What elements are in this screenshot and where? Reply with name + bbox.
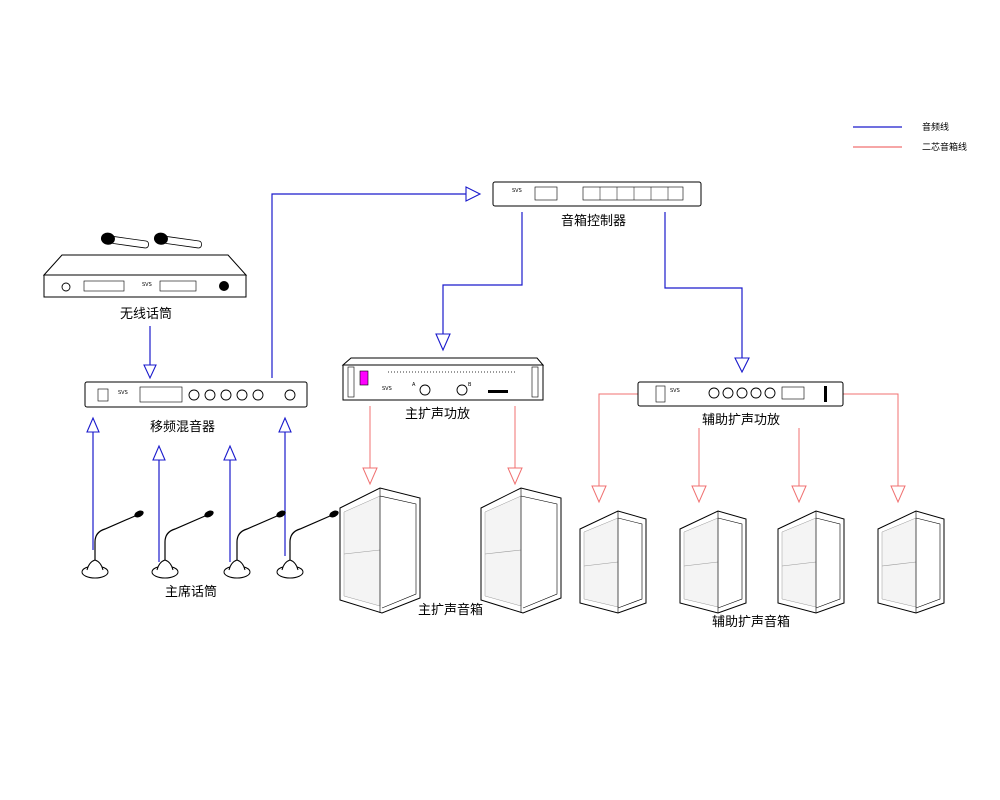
main-speaker-icon-1 bbox=[339, 487, 421, 614]
legend-speaker-label: 二芯音箱线 bbox=[922, 141, 967, 153]
main-amp-power-indicator bbox=[359, 370, 369, 386]
aux-speaker-icon-2 bbox=[679, 510, 747, 614]
chairman-mics: 主席话筒 bbox=[81, 508, 341, 600]
mixer-brand: SVS bbox=[118, 390, 128, 396]
wireless-brand: SVS bbox=[142, 282, 152, 288]
label-main-speakers: 主扩声音箱 bbox=[418, 602, 483, 618]
label-wireless-mic: 无线话筒 bbox=[120, 306, 172, 322]
gooseneck-mic-icon-4 bbox=[276, 508, 341, 579]
label-main-amp: 主扩声功放 bbox=[405, 407, 470, 422]
main-speaker-icon-2 bbox=[480, 487, 562, 614]
label-aux-amp: 辅助扩声功放 bbox=[702, 413, 780, 428]
label-speaker-controller: 音箱控制器 bbox=[561, 213, 626, 229]
handheld-mic-icon-2 bbox=[152, 231, 203, 251]
audio-lines bbox=[86, 186, 750, 562]
gooseneck-mic-icon-3 bbox=[223, 508, 288, 579]
aux-amp-brand: SVS bbox=[670, 388, 680, 394]
label-mixer: 移频混音器 bbox=[150, 419, 215, 435]
aux-speakers: 辅助扩声音箱 bbox=[579, 510, 945, 630]
aux-speaker-icon-4 bbox=[877, 510, 945, 614]
main-amp-channel-a: A bbox=[412, 382, 416, 388]
main-amp-device: SVS A B 主扩声功放 bbox=[341, 357, 545, 422]
speaker-lines bbox=[362, 393, 906, 504]
handheld-mic-icon-1 bbox=[99, 231, 150, 251]
speaker-controller-device: SVS 音箱控制器 bbox=[492, 181, 702, 229]
main-speakers: 主扩声音箱 bbox=[339, 487, 562, 618]
legend-audio-label: 音频线 bbox=[922, 121, 949, 133]
legend: 音频线 二芯音箱线 bbox=[853, 121, 967, 153]
gooseneck-mic-icon-2 bbox=[151, 508, 216, 579]
wireless-mic-receiver: SVS 无线话筒 bbox=[42, 231, 248, 322]
main-amp-channel-b: B bbox=[468, 382, 472, 388]
gooseneck-mic-icon-1 bbox=[81, 508, 146, 579]
aux-amp-device: SVS 辅助扩声功放 bbox=[637, 381, 844, 428]
main-amp-brand: SVS bbox=[382, 386, 392, 392]
aux-speaker-icon-3 bbox=[777, 510, 845, 614]
controller-brand: SVS bbox=[512, 188, 522, 194]
label-aux-speakers: 辅助扩声音箱 bbox=[712, 614, 790, 630]
aux-speaker-icon-1 bbox=[579, 510, 647, 614]
label-chairman-mic: 主席话筒 bbox=[165, 584, 217, 600]
mixer-device: SVS 移频混音器 bbox=[84, 381, 308, 435]
